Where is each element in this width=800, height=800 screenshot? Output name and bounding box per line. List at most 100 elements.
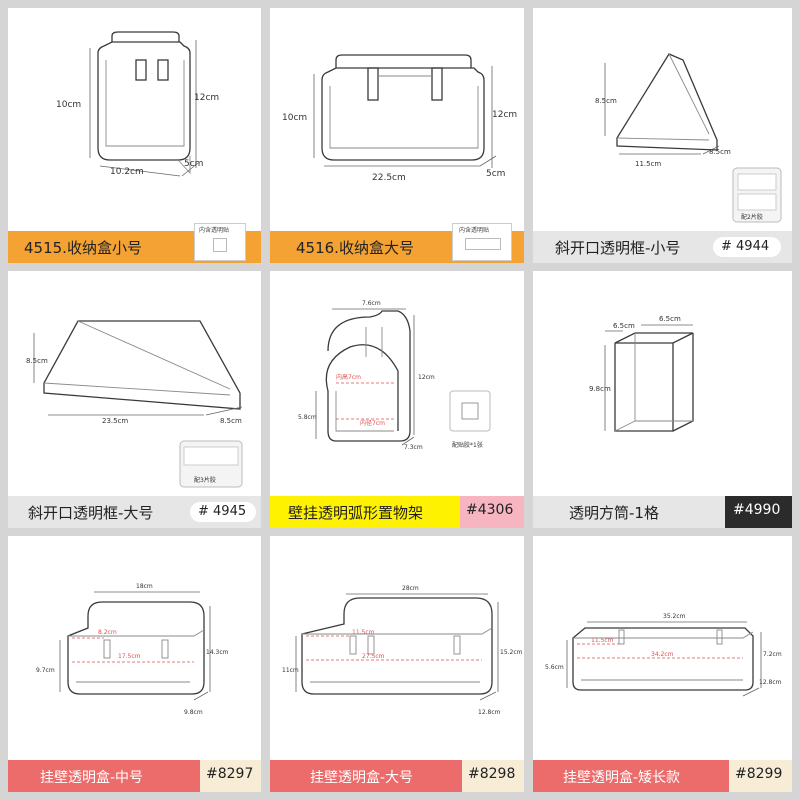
product-code: #4306 [466,502,514,518]
product-code-pill: # 4945 [190,502,256,522]
product-code-block: #8298 [462,760,524,792]
accessory-badge: 内含透明贴 [452,223,512,261]
dim-depth: 9.8cm [184,709,203,716]
dim-width: 28cm [402,585,419,592]
product-code: # 4944 [721,239,770,254]
dim-width-1: 6.5cm [613,322,635,330]
dim-height: 8.5cm [595,97,617,105]
dim-height: 14.3cm [206,649,229,656]
title-bar: 斜开口透明框-小号 # 4944 [533,231,792,263]
product-drawing-arc-shelf: 7.6cm 12cm 5.8cm 7.3cm 内高7cm 内径7cm 配贴胶*1… [298,300,491,451]
dim-width: 7.6cm [362,300,381,307]
dim-width-2: 6.5cm [659,315,681,323]
dim-front: 5.8cm [298,414,317,421]
product-code-block: #8297 [200,760,261,792]
title-bar: 挂壁透明盒-中号 #8297 [8,760,261,792]
product-drawing-large-box: 10cm 12cm 22.5cm 5cm [282,54,517,183]
dim-inner-height: 11.5cm [591,637,614,644]
accessory-label: 内含透明贴 [199,227,230,234]
dim-front: 11cm [282,667,299,674]
product-title: 壁挂透明弧形置物架 [288,504,424,522]
product-title: 4516.收纳盒大号 [296,239,414,257]
product-title: 4515.收纳盒小号 [24,239,142,257]
title-bar: 斜开口透明框-大号 # 4945 [8,496,261,528]
dim-inner-height: 11.5cm [352,629,375,636]
product-title: 斜开口透明框-小号 [555,239,681,257]
product-title: 挂壁透明盒-中号 [40,770,144,786]
title-bar: 透明方筒-1格 #4990 [533,496,792,528]
dim-height: 7.2cm [763,651,782,658]
accessory-badge: 内含透明贴 [194,223,246,261]
title-bar: 4516.收纳盒大号 内含透明贴 [270,223,524,263]
dim-height: 15.2cm [500,649,523,656]
title-bar: 4515.收纳盒小号 内含透明贴 [8,223,261,263]
dim-inner-height: 内高7cm [336,373,361,381]
product-card-8298[interactable]: 28cm 11.5cm 27.5cm 11cm 15.2cm 12.8cm 挂壁… [270,536,524,792]
product-code: #8298 [468,766,516,782]
product-drawing-slant-box-small: 8.5cm 11.5cm 8.5cm 配2片胶 [595,53,782,223]
product-code: # 4945 [198,504,247,519]
dim-width: 11.5cm [635,160,661,168]
sticker-icon [213,238,227,252]
dim-inner-width: 27.5cm [362,653,385,660]
sticker-icon [465,238,501,250]
product-card-4945[interactable]: 8.5cm 23.5cm 8.5cm 配3片胶 斜开口透明框-大号 # 4945 [8,271,261,528]
dim-front: 9.7cm [36,667,55,674]
product-code-pill: # 4944 [713,237,781,257]
dim-width: 23.5cm [102,417,128,425]
dim-h-right: 12cm [492,110,517,120]
product-drawing-wall-box-medium: 18cm 8.2cm 17.5cm 9.7cm 14.3cm 9.8cm [36,583,229,716]
product-code-block: #8299 [729,760,792,792]
product-drawing-square-tube: 6.5cm 6.5cm 9.8cm [589,315,694,432]
dim-depth: 5cm [184,159,203,169]
product-code-block: #4306 [460,496,524,528]
accessory-label: 配3片胶 [194,476,216,484]
dim-front: 5.6cm [545,664,564,671]
product-code: #8297 [206,766,254,782]
dim-width: 10.2cm [110,167,144,177]
product-title: 斜开口透明框-大号 [28,504,154,522]
dim-depth: 5cm [486,169,505,179]
dim-inner-width: 17.5cm [118,653,141,660]
product-card-4306[interactable]: 7.6cm 12cm 5.8cm 7.3cm 内高7cm 内径7cm 配贴胶*1… [270,271,524,528]
product-card-4516[interactable]: 10cm 12cm 22.5cm 5cm 4516.收纳盒大号 内含透明贴 [270,8,524,263]
dim-h-right: 12cm [194,93,219,103]
accessory-label: 内含透明贴 [459,227,490,234]
accessory-label: 配2片胶 [741,213,763,221]
dim-inner-width: 34.2cm [651,651,674,658]
product-card-8297[interactable]: 18cm 8.2cm 17.5cm 9.7cm 14.3cm 9.8cm 挂壁透… [8,536,261,792]
product-card-4990[interactable]: 6.5cm 6.5cm 9.8cm 透明方筒-1格 #4990 [533,271,792,528]
product-title: 透明方筒-1格 [569,504,659,522]
title-bar: 挂壁透明盒-矮长款 #8299 [533,760,792,792]
product-drawing-wall-box-low: 35.2cm 11.5cm 34.2cm 5.6cm 7.2cm 12.8cm [545,613,782,697]
product-drawing-wall-box-large: 28cm 11.5cm 27.5cm 11cm 15.2cm 12.8cm [282,585,523,716]
product-title: 挂壁透明盒-矮长款 [563,770,681,786]
dim-height: 12cm [418,374,435,381]
dim-h-left: 10cm [282,113,307,123]
dim-width: 35.2cm [663,613,686,620]
dim-height: 9.8cm [589,385,611,393]
dim-depth: 12.8cm [759,679,782,686]
dim-depth: 8.5cm [220,417,242,425]
product-code: #8299 [735,766,783,782]
dim-height: 8.5cm [26,357,48,365]
dim-depth: 7.3cm [404,444,423,451]
dim-width: 18cm [136,583,153,590]
dim-depth: 8.5cm [709,148,731,156]
product-drawing-slant-box-large: 8.5cm 23.5cm 8.5cm 配3片胶 [26,320,243,488]
accessory-label: 配贴胶*1张 [452,441,483,449]
product-title: 挂壁透明盒-大号 [310,770,414,786]
product-card-8299[interactable]: 35.2cm 11.5cm 34.2cm 5.6cm 7.2cm 12.8cm … [533,536,792,792]
dim-depth: 12.8cm [478,709,501,716]
product-code: #4990 [733,502,781,518]
product-drawing-small-box: 10cm 12cm 10.2cm 5cm [56,31,219,177]
product-code-block: #4990 [725,496,792,528]
dim-inner-height: 8.2cm [98,629,117,636]
title-bar: 挂壁透明盒-大号 #8298 [270,760,524,792]
dim-width: 22.5cm [372,173,406,183]
product-card-4944[interactable]: 8.5cm 11.5cm 8.5cm 配2片胶 斜开口透明框-小号 # 4944 [533,8,792,263]
dim-h-left: 10cm [56,100,81,110]
title-bar: 壁挂透明弧形置物架 #4306 [270,496,524,528]
dim-inner-width: 内径7cm [360,419,385,427]
product-card-4515[interactable]: 10cm 12cm 10.2cm 5cm 4515.收纳盒小号 内含透明贴 [8,8,261,263]
